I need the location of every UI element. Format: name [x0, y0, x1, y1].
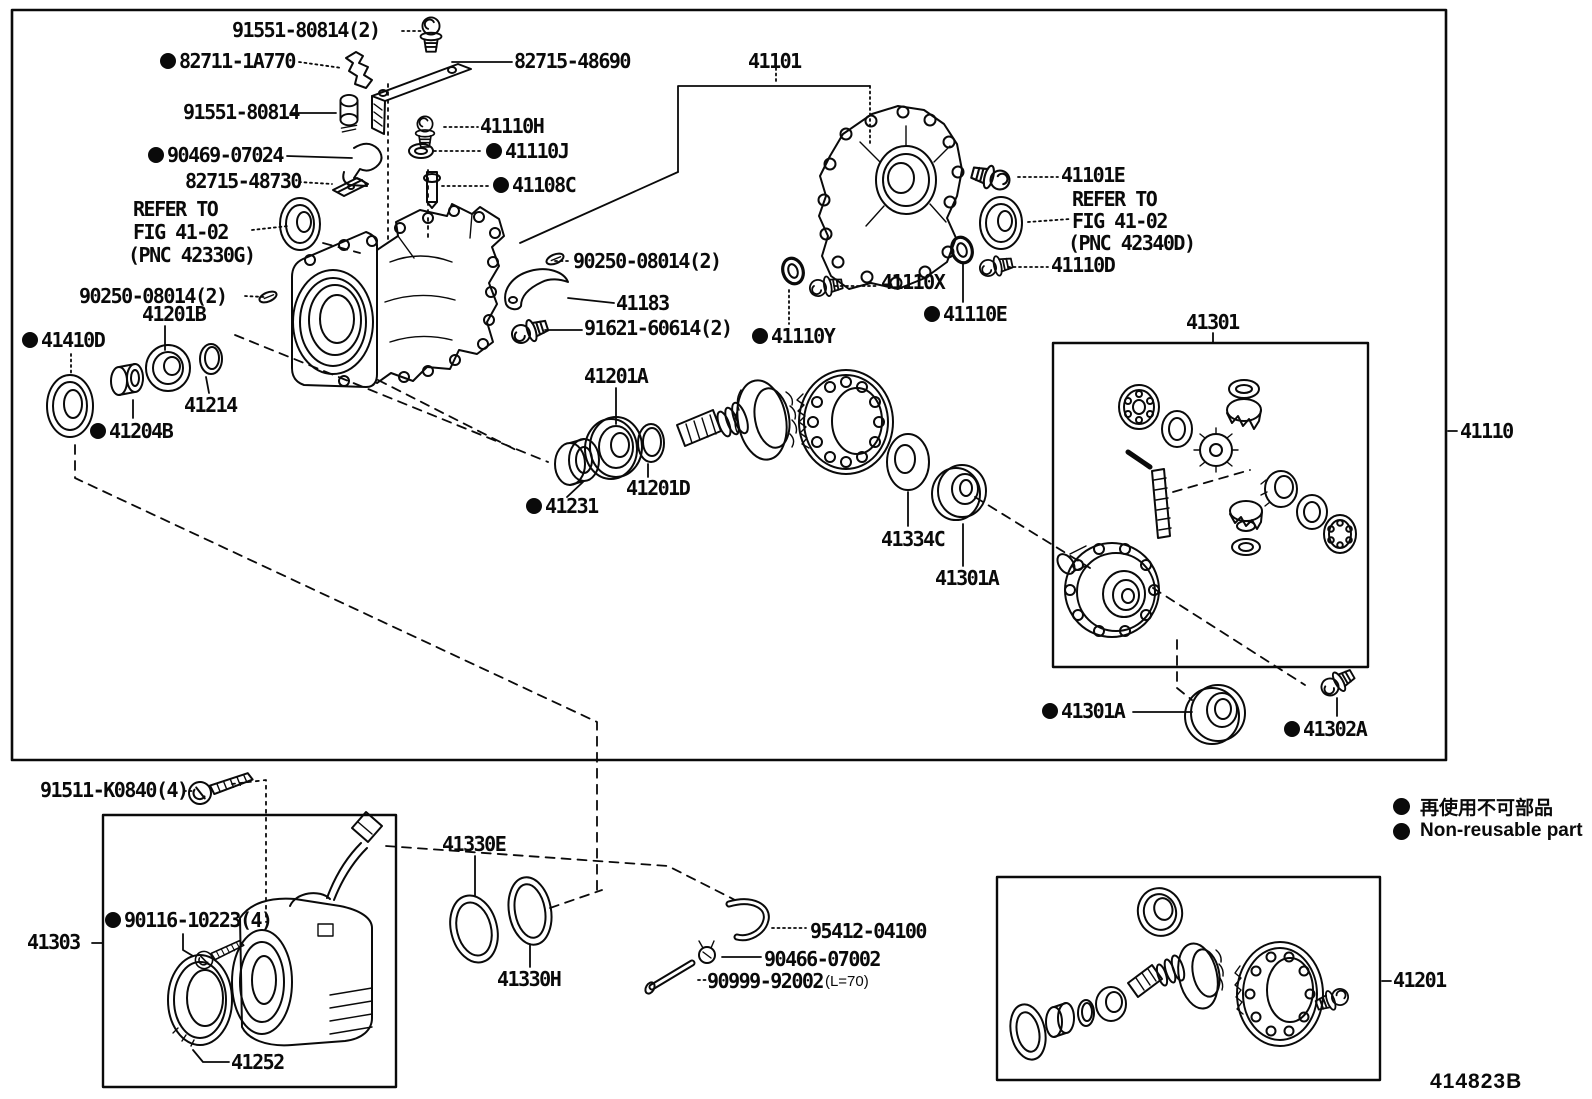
non-reusable-dot-icon	[1284, 721, 1300, 737]
part-label-41110: 41110	[1460, 419, 1514, 443]
part-label-41302A: 41302A	[1284, 719, 1368, 739]
diff-case-kit-drawing	[1056, 379, 1357, 745]
part-label-41201A: 41201A	[584, 364, 649, 388]
non-reusable-dot-icon	[1042, 703, 1058, 719]
part-label-41201: 41201	[1393, 968, 1447, 992]
refer-note-right-line1: REFER TO	[1072, 187, 1158, 211]
assembly-dashed-lines	[74, 83, 1306, 923]
part-label-91511-K0840: 91511-K0840(4)	[40, 778, 189, 802]
part-label-41303: 41303	[27, 930, 81, 954]
non-reusable-dot-icon	[22, 332, 38, 348]
part-label-82711-1A770: 82711-1A770	[160, 51, 296, 71]
assembly-boxes	[10, 8, 1448, 1089]
part-label-41301A-upper: 41301A	[935, 566, 1000, 590]
figure-code: 414823B	[1430, 1070, 1523, 1093]
non-reusable-dot-icon	[160, 53, 176, 69]
left-seal-bearing-row	[46, 343, 223, 438]
part-label-91551-80814-2: 91551-80814(2)	[232, 18, 381, 42]
non-reusable-dot-icon	[486, 143, 502, 159]
refer-note-line1: REFER TO	[133, 197, 219, 221]
non-reusable-dot-icon	[493, 177, 509, 193]
top-fasteners	[332, 16, 472, 209]
part-label-41410D: 41410D	[22, 330, 106, 350]
callout-41101-bracket	[519, 67, 871, 244]
part-label-90466-07002: 90466-07002	[764, 947, 881, 971]
part-label-90999-92002: 90999-92002(L=70)	[707, 969, 869, 993]
part-label-41334C: 41334C	[881, 527, 946, 551]
part-label-41110X: 41110X	[881, 270, 946, 294]
part-label-41110H: 41110H	[480, 114, 545, 138]
part-label-41201B: 41201B	[142, 302, 207, 326]
legend-non-reusable-jp: 再使用不可部品	[1393, 793, 1553, 820]
part-label-82715-48690: 82715-48690	[514, 49, 631, 73]
non-reusable-dot-icon	[526, 498, 542, 514]
refer-note-right-line3: (PNC 42340D)	[1068, 231, 1196, 255]
part-label-41231: 41231	[526, 496, 599, 516]
part-label-90469-07024: 90469-07024	[148, 145, 284, 165]
part-label-95412-04100: 95412-04100	[810, 919, 927, 943]
part-label-41330H: 41330H	[497, 967, 562, 991]
part-label-91551-80814: 91551-80814	[183, 100, 300, 124]
part-label-41330E: 41330E	[442, 832, 507, 856]
part-label-91621-60614: 91621-60614(2)	[584, 316, 733, 340]
legend-non-reusable-en: Non-reusable part	[1393, 820, 1583, 842]
part-label-41110E: 41110E	[924, 304, 1008, 324]
part-label-41110D: 41110D	[1051, 253, 1116, 277]
pinion-ring-gear-row	[554, 369, 987, 521]
coupling-assembly-drawing	[167, 771, 383, 1047]
part-label-41214: 41214	[184, 393, 238, 417]
diff-carrier-drawing	[817, 105, 965, 290]
part-label-41183: 41183	[616, 291, 670, 315]
part-label-41301: 41301	[1186, 310, 1240, 334]
refer-note-line3: (PNC 42330G)	[128, 243, 256, 267]
part-label-41201D: 41201D	[626, 476, 691, 500]
non-reusable-dot-icon	[924, 306, 940, 322]
part-label-41110J: 41110J	[486, 141, 570, 161]
refer-note-right-line2: FIG 41-02	[1072, 209, 1168, 233]
part-label-90250-08014-left: 90250-08014(2)	[79, 284, 228, 308]
non-reusable-dot-icon	[105, 912, 121, 928]
non-reusable-dot-icon	[90, 423, 106, 439]
non-reusable-dot-icon	[1393, 822, 1410, 840]
part-label-41204B: 41204B	[90, 421, 174, 441]
non-reusable-dot-icon	[148, 147, 164, 163]
non-reusable-dot-icon	[1393, 798, 1410, 815]
part-label-41110Y: 41110Y	[752, 326, 836, 346]
transaxle-case-drawing	[291, 203, 505, 388]
part-label-90250-08014-center: 90250-08014(2)	[573, 249, 722, 273]
part-label-41101: 41101	[748, 49, 802, 73]
mid-small-parts	[258, 160, 1359, 702]
part-label-82715-48730: 82715-48730	[185, 169, 302, 193]
final-gear-kit-drawing	[1009, 887, 1352, 1061]
leader-lines	[70, 30, 1458, 1063]
non-reusable-dot-icon	[752, 328, 768, 344]
refer-note-line2: FIG 41-02	[133, 220, 229, 244]
part-label-41252: 41252	[231, 1050, 285, 1074]
part-label-90116-10223: 90116-10223(4)	[105, 910, 273, 930]
part-label-41301A-lower: 41301A	[1042, 701, 1126, 721]
part-label-41101E: 41101E	[1061, 163, 1126, 187]
part-label-41108C: 41108C	[493, 175, 577, 195]
gasket-hose-group	[449, 876, 770, 995]
